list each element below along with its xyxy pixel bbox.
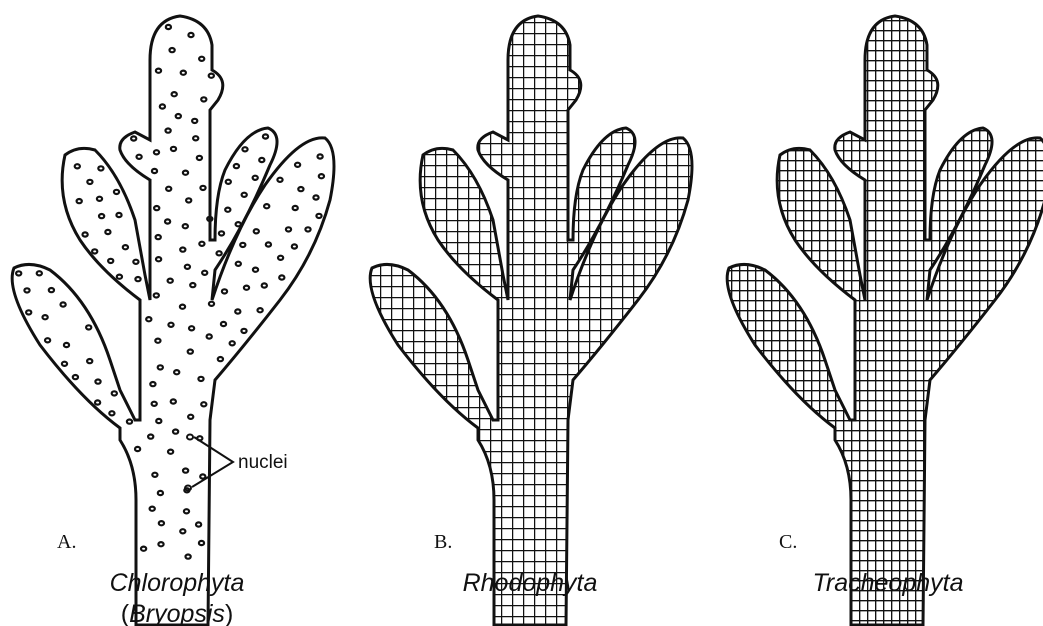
panel-a-chlorophyta: nuclei A. Chlorophyta (Bryopsis) — [12, 16, 334, 626]
panel-c-tracheophyta: C. Tracheophyta — [727, 16, 1043, 625]
panel-a-taxon: Chlorophyta — [110, 569, 245, 597]
panel-a-taxon-detail: (Bryopsis) — [121, 600, 234, 626]
panel-c-taxon: Tracheophyta — [812, 569, 963, 597]
panel-b-taxon: Rhodophyta — [463, 569, 598, 597]
panel-b-letter: B. — [434, 531, 452, 553]
panel-a-genus: Bryopsis — [129, 600, 225, 626]
rhodophyta-thallus — [370, 16, 692, 625]
panel-c-letter: C. — [779, 531, 797, 553]
nuclei-label: nuclei — [238, 452, 288, 473]
panel-a-paren-close: ) — [225, 600, 233, 626]
tracheophyta-thallus — [727, 16, 1043, 625]
panel-b-rhodophyta: B. Rhodophyta — [370, 16, 692, 625]
panel-a-letter: A. — [57, 531, 76, 553]
